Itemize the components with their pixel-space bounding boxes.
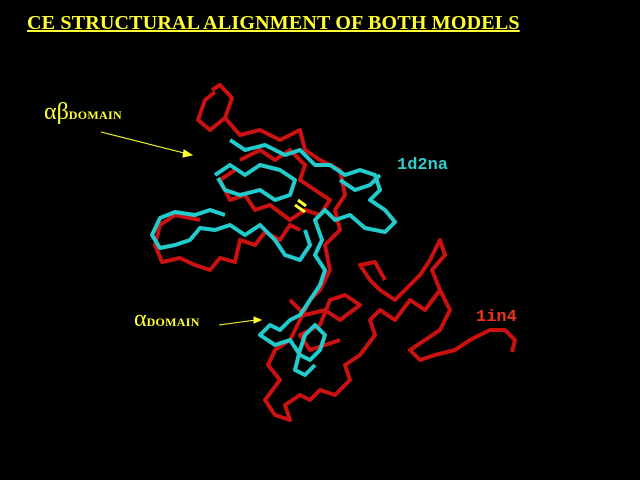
model-label-1d2na: 1d2na xyxy=(397,156,449,175)
annotation-arrows xyxy=(100,131,263,326)
model-label-1in4: 1in4 xyxy=(476,308,517,327)
a-domain-greek: α xyxy=(134,306,147,332)
a-domain-arrow xyxy=(218,319,257,326)
trace-1d2na xyxy=(150,138,397,377)
ab-domain-label: αβDOMAIN xyxy=(44,99,122,126)
trace-1in4 xyxy=(153,83,517,422)
a-domain-text: DOMAIN xyxy=(146,315,200,329)
ligand xyxy=(294,198,307,214)
ab-domain-greek: αβ xyxy=(44,99,69,125)
slide-title: CE STRUCTURAL ALIGNMENT OF BOTH MODELS xyxy=(27,12,520,34)
ab-domain-text: DOMAIN xyxy=(68,108,122,122)
ab-domain-arrow xyxy=(100,131,189,155)
a-domain-label: αDOMAIN xyxy=(134,306,200,333)
